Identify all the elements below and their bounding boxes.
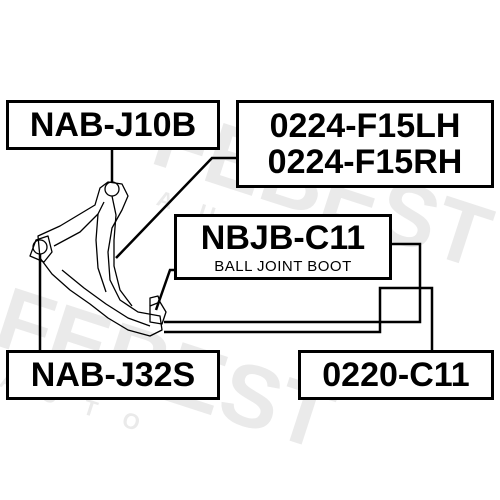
part-code-0220-c11: 0220-C11 xyxy=(322,356,470,394)
part-code-nab-j32s: NAB-J32S xyxy=(30,356,196,394)
control-arm-drawing xyxy=(29,181,167,337)
leader-0224-f15 xyxy=(115,156,240,259)
part-description-ball-joint-boot: BALL JOINT BOOT xyxy=(214,257,352,275)
part-label-nab-j10b: NAB-J10B xyxy=(6,100,220,150)
leader-0220-c11-b xyxy=(164,286,434,352)
part-code-0224-f15lh: 0224-F15LH xyxy=(269,107,461,145)
part-label-nab-j32s: NAB-J32S xyxy=(6,350,220,400)
part-code-0224-f15rh: 0224-F15RH xyxy=(267,143,463,181)
leader-0220-c11-a xyxy=(164,242,422,324)
part-label-0220-c11: 0220-C11 xyxy=(298,350,494,400)
part-label-nbjb-c11: NBJB-C11 BALL JOINT BOOT xyxy=(174,214,392,280)
part-code-nab-j10b: NAB-J10B xyxy=(29,106,197,144)
part-code-nbjb-c11: NBJB-C11 xyxy=(200,218,366,257)
part-label-0224-f15: 0224-F15LH 0224-F15RH xyxy=(236,100,494,188)
leader-lines xyxy=(38,148,434,352)
